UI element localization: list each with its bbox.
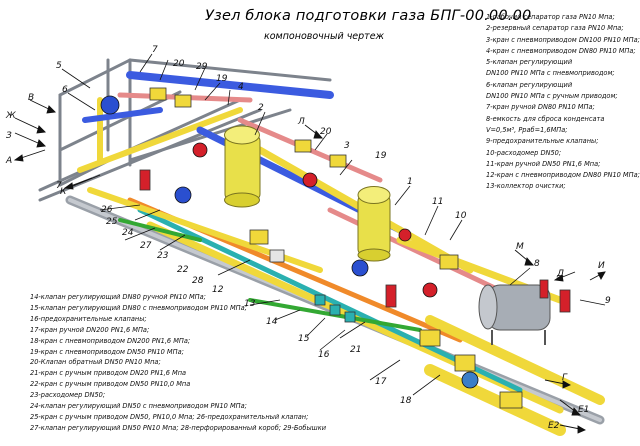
legend-right: 1-рабочий сепаратор газа PN10 Мпа; 2-рез… bbox=[486, 12, 640, 193]
callout-27: 27 bbox=[140, 241, 152, 251]
leader-lines bbox=[61, 53, 606, 396]
callout-10: 10 bbox=[455, 211, 467, 221]
flow-letter-l: Л bbox=[297, 117, 305, 127]
callout-20b: 20 bbox=[320, 127, 332, 137]
legend-right-item: DN100 PN10 МПа с ручным приводом; bbox=[486, 92, 618, 101]
condensate-tank bbox=[478, 284, 551, 345]
flow-letter-e2: Е2 bbox=[548, 421, 560, 431]
legend-right-item: V=0,5м³, Pраб=1,6МПа; bbox=[486, 125, 568, 134]
legend-left: 14-клапан регулирующий DN80 ручной PN10 … bbox=[30, 292, 360, 434]
callout-2: 2 bbox=[258, 103, 264, 113]
callout-numbers: 1 2 3 4 5 6 7 7 8 9 10 11 12 13 14 15 16… bbox=[56, 45, 611, 406]
flow-letters: Ж В З А К Л М Д И Г Е1 Е2 bbox=[5, 93, 605, 431]
callout-29: 29 bbox=[196, 62, 208, 72]
callout-22: 22 bbox=[177, 265, 189, 275]
callout-14: 14 bbox=[266, 317, 278, 327]
callout-28: 28 bbox=[192, 276, 204, 286]
legend-left-item: 14-клапан регулирующий DN80 ручной PN10 … bbox=[30, 293, 206, 301]
legend-right-item: DN100 PN10 МПа с пневмоприводом; bbox=[486, 69, 615, 78]
callout-21: 21 bbox=[350, 345, 361, 355]
legend-right-item: 7-кран ручной DN80 PN10 МПа; bbox=[486, 103, 595, 112]
legend-right-item: 8-емкость для сброса конденсата bbox=[486, 114, 605, 123]
callout-4: 4 bbox=[238, 82, 244, 92]
flow-letter-d: Д bbox=[556, 269, 564, 279]
legend-left-item: 15-клапан регулирующий DN80 с пневмоприв… bbox=[30, 303, 247, 312]
legend-right-item: 12-кран с пневмоприводом DN80 PN10 МПа; bbox=[486, 171, 640, 180]
separator-1 bbox=[357, 186, 391, 262]
callout-20a: 20 bbox=[173, 59, 185, 69]
legend-left-item: 16-предохранительные клапаны; bbox=[30, 314, 147, 323]
callout-12: 12 bbox=[212, 285, 224, 295]
callout-19a: 19 bbox=[216, 74, 228, 84]
legend-right-item: 9-предохранительные клапаны; bbox=[486, 137, 599, 146]
flow-letter-k: К bbox=[60, 187, 67, 197]
callout-11: 11 bbox=[432, 197, 443, 207]
legend-right-item: 5-клапан регулирующий bbox=[486, 58, 573, 67]
valves bbox=[100, 87, 571, 409]
legend-left-item: 18-кран с пневмоприводом DN200 PN1,6 МПа… bbox=[30, 336, 191, 345]
legend-left-item: 21-кран с ручным приводом DN20 PN1,6 Мпа bbox=[30, 369, 187, 378]
flow-letter-zh: Ж bbox=[5, 111, 16, 121]
callout-9: 9 bbox=[605, 296, 611, 306]
flow-letter-a: А bbox=[5, 156, 12, 166]
callout-7b: 7 bbox=[56, 181, 62, 191]
callout-8: 8 bbox=[534, 259, 540, 269]
flow-arrows bbox=[13, 99, 606, 434]
callout-13: 13 bbox=[244, 299, 256, 309]
legend-left-item: 24-клапан регулирующий DN50 с пневмоприв… bbox=[30, 402, 247, 411]
drawing-title: Узел блока подготовки газа БПГ-00.00.00 bbox=[205, 8, 532, 24]
legend-left-item: 17-кран ручной DN200 PN1,6 МПа; bbox=[30, 325, 150, 334]
separator-2 bbox=[224, 125, 261, 208]
callout-23: 23 bbox=[157, 251, 169, 261]
legend-left-item: 23-расходомер DN50; bbox=[30, 391, 106, 400]
legend-right-item: 10-расходомер DN50; bbox=[486, 148, 562, 157]
flow-letter-z: З bbox=[6, 131, 12, 141]
legend-right-item: 2-резервный сепаратор газа PN10 Мпа; bbox=[486, 24, 624, 33]
legend-left-item: 20-Клапан обратный DN50 PN10 Мпа; bbox=[30, 358, 161, 367]
legend-right-item: 6-клапан регулирующий bbox=[486, 80, 573, 89]
legend-left-item: 25-кран с ручным приводом DN50, PN10,0 М… bbox=[30, 412, 309, 421]
callout-15: 15 bbox=[298, 334, 310, 344]
legend-right-item: 13-коллектор очистки; bbox=[486, 182, 566, 191]
callout-18: 18 bbox=[400, 396, 412, 406]
callout-24: 24 bbox=[122, 228, 134, 238]
flow-letter-v: В bbox=[28, 93, 34, 103]
flow-letter-i: И bbox=[598, 261, 605, 271]
callout-25: 25 bbox=[106, 217, 118, 227]
legend-right-item: 4-кран с пневмоприводом DN80 PN10 МПа; bbox=[486, 46, 636, 55]
flow-letter-m: М bbox=[516, 242, 524, 252]
callout-19b: 19 bbox=[375, 151, 387, 161]
callout-5: 5 bbox=[56, 61, 62, 71]
legend-right-item: 3-кран с пневмоприводом DN100 PN10 МПа; bbox=[486, 35, 640, 44]
legend-right-item: 11-кран ручной DN50 PN1,6 Мпа; bbox=[486, 159, 601, 168]
legend-left-item: 22-кран с ручным приводом DN50 PN10,0 Мп… bbox=[30, 380, 191, 389]
legend-left-item: 27-клапан регулирующий DN50 PN10 Мпа; 28… bbox=[30, 423, 326, 432]
callout-1: 1 bbox=[407, 177, 413, 187]
callout-6: 6 bbox=[62, 85, 68, 95]
flow-letter-g: Г bbox=[562, 373, 568, 383]
legend-right-item: 1-рабочий сепаратор газа PN10 Мпа; bbox=[486, 13, 615, 21]
legend-left-item: 19-кран с пневмоприводом DN50 PN10 МПа; bbox=[30, 347, 184, 356]
drawing-subtitle: компоновочный чертеж bbox=[264, 31, 385, 42]
callout-7a: 7 bbox=[152, 45, 158, 55]
callout-16: 16 bbox=[318, 350, 330, 360]
flow-letter-e1: Е1 bbox=[578, 405, 589, 415]
callout-26: 26 bbox=[101, 205, 113, 215]
callout-17: 17 bbox=[375, 377, 387, 387]
callout-3: 3 bbox=[344, 141, 350, 151]
